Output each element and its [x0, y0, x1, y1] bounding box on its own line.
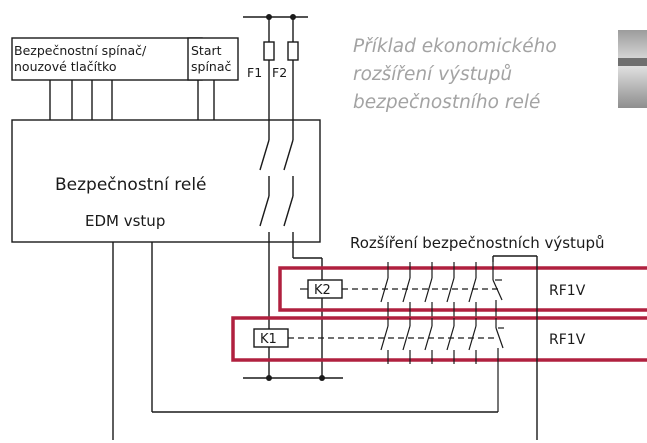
contacts-lower	[380, 318, 504, 412]
safety-switch-label-line2: nouzové tlačítko	[14, 59, 116, 74]
fuse-f2	[287, 41, 299, 61]
supply-rails	[243, 14, 308, 42]
relay-photo-thumbnail	[618, 30, 647, 108]
fuse-f1-label: F1	[247, 65, 262, 80]
start-switch-label-line1: Start	[191, 43, 222, 58]
bottom-rail	[243, 375, 343, 381]
module-lower-label: RF1V	[549, 332, 586, 348]
edm-input-label: EDM vstup	[85, 212, 165, 230]
safety-switch-box	[11, 37, 203, 81]
start-switch-label-line2: spínač	[191, 59, 232, 74]
caption-line3: bezpečnostního relé	[353, 92, 540, 113]
caption-line2: rozšíření výstupů	[353, 64, 512, 85]
safety-switch-label-line1: Bezpečnostní spínač/	[14, 43, 147, 58]
extension-title: Rozšíření bezpečnostních výstupů	[350, 234, 604, 252]
fuse-f2-label: F2	[272, 65, 287, 80]
coil-k1-label: K1	[260, 332, 277, 347]
feedback-loop	[492, 255, 538, 440]
contacts-upper	[380, 262, 503, 318]
fuse-f1	[263, 41, 275, 61]
edm-feedback-wiring	[112, 242, 498, 440]
relay-output-contacts	[259, 120, 294, 242]
module-band-lower	[231, 316, 647, 362]
caption-line1: Příklad ekonomického	[353, 36, 557, 57]
module-upper-label: RF1V	[549, 283, 586, 299]
safety-relay-label: Bezpečnostní relé	[55, 175, 207, 195]
start-switch-box	[187, 37, 239, 81]
switch-connections	[49, 80, 215, 120]
module-band-upper	[278, 266, 647, 312]
fuses	[263, 41, 299, 120]
coil-k2-label: K2	[314, 283, 331, 298]
